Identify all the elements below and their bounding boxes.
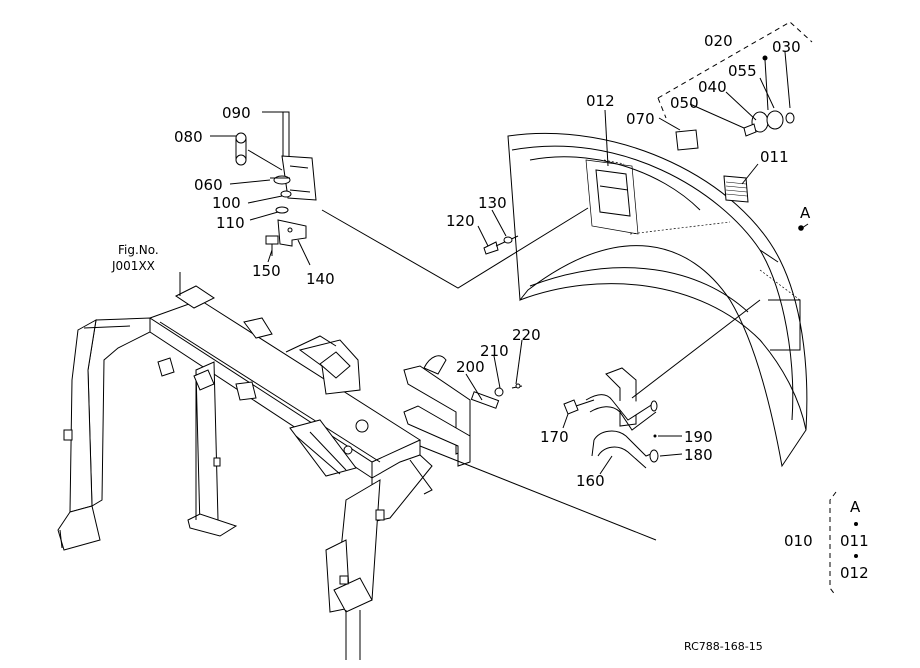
set-legend-label: 010 (784, 532, 813, 550)
callout-110: 110 (216, 214, 245, 232)
front-support-bracket (563, 299, 761, 469)
fig-ref-line2: J001XX (111, 259, 155, 273)
callout-012: 012 (586, 92, 615, 110)
callout-030: 030 (772, 38, 801, 56)
callout-100: 100 (212, 194, 241, 212)
callout-210: 210 (480, 342, 509, 360)
callout-040: 040 (698, 78, 727, 96)
fig-ref-line1: Fig.No. (118, 243, 159, 257)
callout-160: 160 (576, 472, 605, 490)
fig-reference: Fig.No. J001XX (111, 243, 159, 273)
latch-assembly (235, 111, 589, 289)
callout-140: 140 (306, 270, 335, 288)
callout-011: 011 (760, 148, 789, 166)
callout-060: 060 (194, 176, 223, 194)
light-assembly (657, 21, 813, 137)
callout-detail-a: A (800, 204, 811, 222)
callout-200: 200 (456, 358, 485, 376)
support-frame (57, 285, 433, 660)
set-legend: 010 A 011 012 (784, 498, 869, 582)
leader-lines (179, 51, 809, 475)
front-grille-cover (507, 129, 808, 468)
bracket-assembly (403, 355, 657, 541)
callout-070: 070 (626, 110, 655, 128)
set-legend-bracket (829, 491, 858, 597)
callout-050: 050 (670, 94, 699, 112)
set-legend-item: 011 (840, 532, 869, 550)
callout-130: 130 (478, 194, 507, 212)
set-legend-header: A (850, 498, 861, 516)
callout-170: 170 (540, 428, 569, 446)
diagram-reference: RC788-168-15 (684, 640, 763, 653)
callout-180: 180 (684, 446, 713, 464)
callout-190: 190 (684, 428, 713, 446)
set-legend-item: 012 (840, 564, 869, 582)
callout-120: 120 (446, 212, 475, 230)
callout-055: 055 (728, 62, 757, 80)
callout-220: 220 (512, 326, 541, 344)
callout-labels: 090 080 060 100 110 150 140 120 130 012 … (174, 32, 811, 490)
callout-090: 090 (222, 104, 251, 122)
callout-020: 020 (704, 32, 733, 50)
bolt-washer-120-130 (483, 235, 519, 255)
callout-080: 080 (174, 128, 203, 146)
callout-150: 150 (252, 262, 281, 280)
